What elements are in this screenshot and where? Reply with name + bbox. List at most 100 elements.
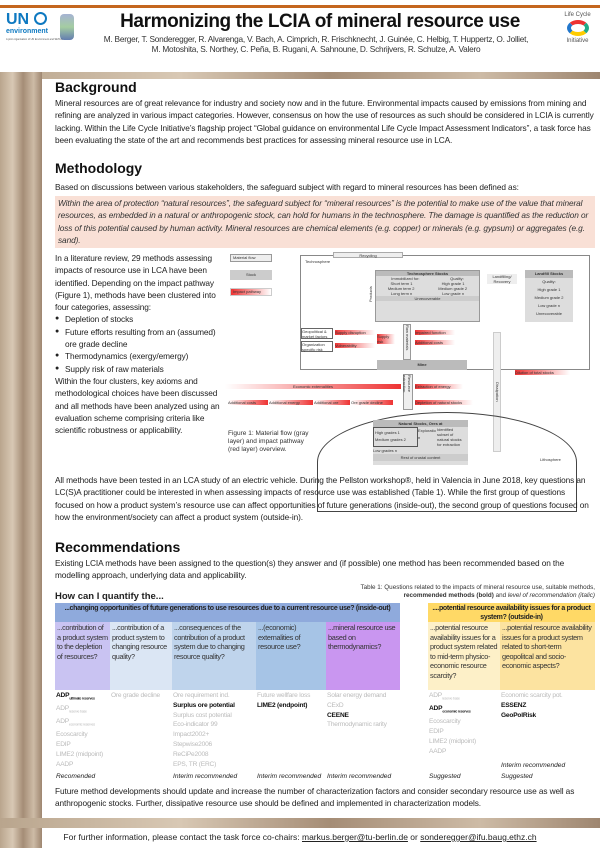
stock-cell: Medium term 2 — [387, 286, 415, 291]
list-item: Depletion of stocks — [55, 313, 225, 326]
method-name: LIME2 (midpoint) — [56, 750, 104, 758]
recommendation-level: Interim recommended — [501, 762, 566, 769]
email-link-sonderegger[interactable]: sonderegger@ifu.baug.ethz.ch — [420, 832, 537, 842]
un-logo-text: UN — [6, 11, 30, 28]
method-list: Ore grade decline — [111, 691, 172, 701]
caption-italic: level of recommendation (italic) — [507, 592, 595, 599]
group-header-outside-in: ....potential resource availability issu… — [428, 603, 595, 622]
impact-vulnerability: Vulnerability — [335, 343, 375, 348]
caption-text: and — [493, 592, 508, 599]
identified-subset: Identified subset of natural stocks for … — [437, 427, 462, 447]
method-item: Future wellfare loss — [257, 691, 326, 701]
mine-box: Mine — [377, 360, 467, 370]
method-name: Solar energy demand — [327, 692, 387, 699]
method-item: Ore requirement ind. — [173, 691, 256, 701]
recommendations-text: Existing LCIA methods have been assigned… — [55, 558, 565, 581]
method-item: Thermodynamic rarity — [327, 720, 400, 730]
method-item: EDIP — [429, 727, 500, 737]
method-name: LIME2 (endpoint) — [257, 701, 308, 709]
heading-background: Background — [55, 79, 137, 95]
method-item: Stepwise2006 — [173, 740, 256, 750]
method-name: LIME2 (midpoint) — [429, 737, 477, 745]
impact-supply-risk: Supply risk — [377, 334, 395, 344]
method-item: ESSENZ — [501, 701, 595, 711]
cycle-icon — [566, 20, 589, 36]
method-item: LIME2 (midpoint) — [56, 750, 110, 760]
method-item: AADP — [56, 760, 110, 770]
stock-title: Landfill Stocks — [525, 270, 573, 278]
recommendation-level: Interim recommended — [257, 773, 322, 780]
top-rule — [0, 5, 600, 8]
caption-bold: recommended methods (bold) — [403, 592, 494, 599]
technosphere-label: Technosphere — [305, 259, 331, 264]
impact-supply-disruption: Supply disruption — [335, 330, 375, 335]
method-name: Ore requirement ind. — [173, 692, 230, 699]
method-name: CEENE — [327, 711, 349, 719]
method-subscript: ultimate reserves — [69, 696, 95, 701]
stock-cell: Medium grade 2 — [438, 286, 468, 291]
workshop-text: All methods have been tested in an LCA s… — [55, 475, 589, 522]
future-text: Future method developments should update… — [55, 786, 575, 809]
method-name: ReCiPe2008 — [173, 750, 209, 758]
resource-extraction-flow: Resource extraction — [402, 374, 413, 410]
method-item: ADPreserve base — [56, 704, 110, 717]
stock-col: Immobilized for: — [391, 276, 420, 281]
method-name: Eco-indicator 99 — [173, 721, 218, 729]
method-item: Ore grade decline — [111, 691, 172, 701]
email-link-berger[interactable]: markus.berger@tu-berlin.de — [301, 832, 408, 842]
lithosphere-label: Lithosphere — [540, 457, 561, 462]
method-name: CExD — [327, 701, 344, 709]
legend-impact-pathway: Impact pathway — [230, 288, 272, 296]
method-list: Ore requirement ind. Surplus ore potentia… — [173, 691, 256, 769]
recommendation-level: Suggested — [429, 773, 461, 780]
impact-impaired-function: Impaired function — [415, 330, 455, 335]
impact-additional-costs: Additional costs — [228, 400, 268, 405]
method-subscript: reserve base — [68, 709, 87, 714]
question-cell: ...mineral resource use based on thermod… — [326, 622, 400, 690]
stock-cell: Low grades n — [373, 448, 398, 453]
impact-additional-costs: Additional costs — [415, 340, 455, 345]
authors: M. Berger, T. Sonderegger, R. Alvarenga,… — [78, 34, 554, 54]
stock-cell: Unrecoverable — [535, 311, 562, 316]
method-item: Impact2002+ — [173, 730, 256, 740]
stock-cell: High grades 1 — [375, 430, 400, 435]
safeguard-definition: Within the area of protection “natural r… — [55, 196, 595, 248]
impact-additional-energy: Additional energy — [269, 400, 313, 405]
method-item: ADPeconomic reserves — [56, 717, 110, 730]
method-name: Ore grade decline — [111, 692, 161, 699]
methodology-left-column: In a literature review, 29 methods asses… — [55, 252, 225, 436]
method-item: GeoPolRisk — [501, 711, 595, 721]
question-cell: ...(economic) externalities of resource … — [256, 622, 326, 690]
stock-title: Technosphere Stocks — [376, 271, 479, 276]
stock-col: Quality: — [450, 276, 464, 281]
method-name: Future wellfare loss — [257, 692, 311, 699]
method-subscript: economic reserves — [68, 722, 95, 727]
stock-cell: Long term n — [390, 291, 413, 296]
method-name: AADP — [56, 760, 74, 768]
method-item: Economic scarcity pot. — [501, 691, 595, 701]
figure-caption: Figure 1: Material flow (gray layer) and… — [228, 430, 309, 453]
method-name: EPS, TR (ERC) — [173, 760, 217, 768]
method-item: Surplus ore potential — [173, 701, 256, 711]
stock-cell: Unrecoverable — [376, 296, 479, 301]
rock-band-bottom — [0, 818, 600, 828]
question-cell: ...contribution of a product system to c… — [110, 622, 172, 690]
method-name: Impact2002+ — [173, 731, 210, 739]
un-logo-subtext: environment — [6, 28, 49, 35]
method-item: ADPreserve base — [429, 691, 500, 704]
method-name: EDIP — [429, 728, 444, 736]
method-name: ADP — [56, 718, 69, 726]
un-tagline: A joint organisation of UN Environment a… — [6, 38, 63, 41]
table-caption: Table 1: Questions related to the impact… — [300, 584, 595, 600]
method-name: GeoPolRisk — [501, 711, 537, 719]
stock-cell: High grade 1 — [441, 281, 465, 286]
impact-additional-ore: Additional ore — [314, 400, 350, 405]
method-item: Ecoscarcity — [429, 717, 500, 727]
question-cell: ...contribution of a product system to t… — [55, 622, 110, 690]
organization-box: Organization specific risk — [301, 341, 333, 352]
figure-1: Material flow Stock Impact pathway Techn… — [225, 252, 597, 512]
method-item: Surplus cost potential — [173, 711, 256, 721]
